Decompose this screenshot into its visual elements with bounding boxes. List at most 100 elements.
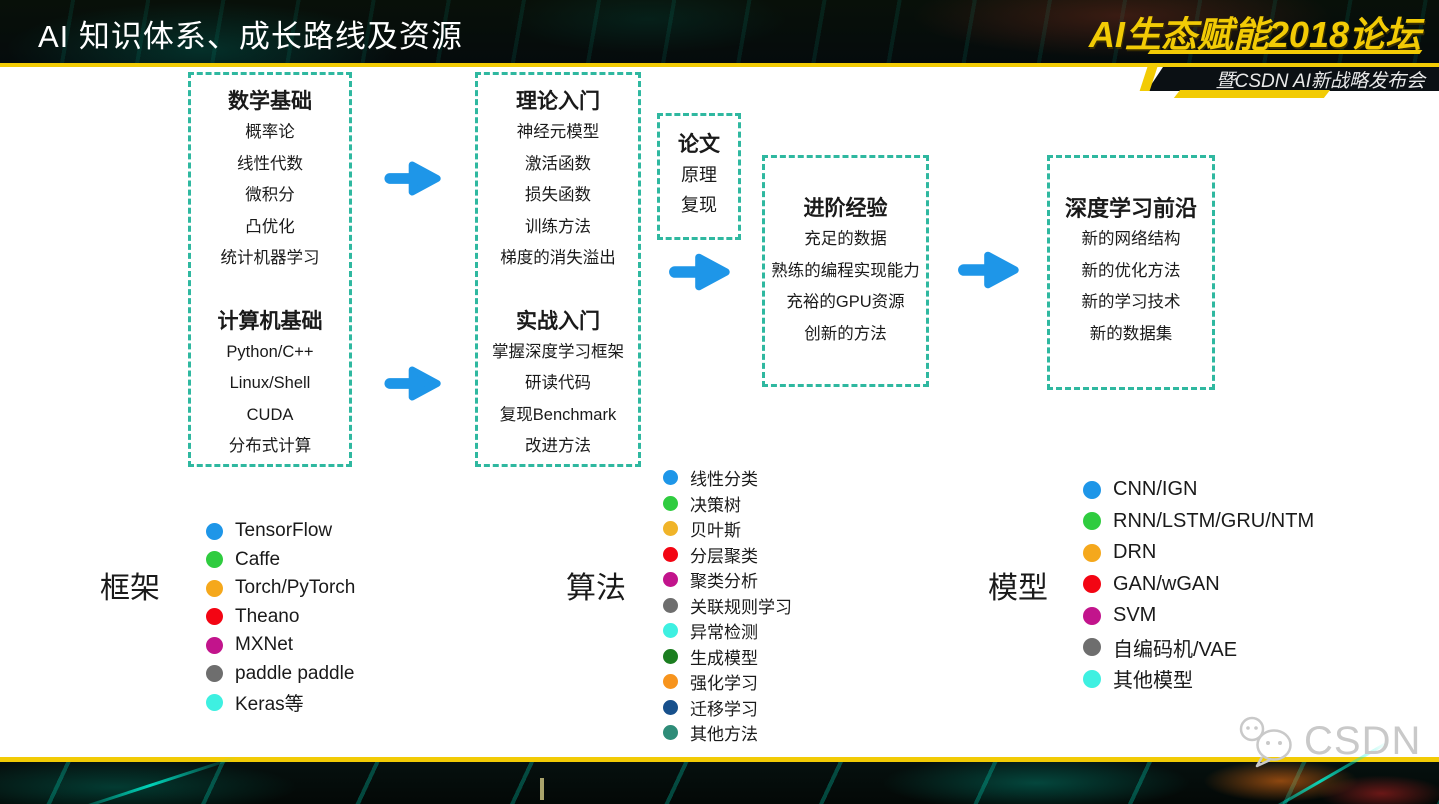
box-item: 训练方法 — [525, 217, 591, 236]
bullet-dot — [663, 546, 678, 562]
legend-item-label: 关联规则学习 — [690, 597, 792, 617]
box-item: Python/C++ — [226, 342, 314, 361]
box-item: 线性代数 — [237, 154, 303, 173]
legend-item: 其他模型 — [1083, 663, 1314, 695]
bullet-dot — [1083, 606, 1101, 625]
arrow-right-icon — [958, 251, 1019, 289]
box-item: Linux/Shell — [229, 374, 311, 392]
legend-item: 聚类分析 — [663, 567, 792, 593]
legend-item-label: DRN — [1113, 541, 1157, 564]
legend-item-label: paddle paddle — [235, 662, 355, 684]
bullet-dot — [663, 521, 678, 537]
box-item: 掌握深度学习框架 — [492, 342, 624, 361]
legend-item: paddle paddle — [206, 660, 355, 689]
bullet-dot — [1083, 669, 1101, 688]
legend-item-label: 自编码机/VAE — [1113, 638, 1238, 661]
event-logo-title: AI生态赋能2018论坛 — [1088, 14, 1421, 55]
box-item: 复现Benchmark — [499, 405, 617, 424]
legend-item-label: 异常检测 — [690, 623, 758, 643]
legend-item-label: 分层聚类 — [690, 546, 758, 566]
bullet-dot — [206, 551, 223, 569]
legend-item-label: 贝叶斯 — [690, 521, 741, 541]
legend-item-label: CNN/IGN — [1113, 478, 1198, 501]
legend-item-label: 迁移学习 — [690, 699, 758, 719]
group-title: 深度学习前沿 — [1064, 196, 1197, 221]
bullet-dot — [1083, 575, 1101, 594]
bullet-dot — [663, 597, 678, 613]
event-banner-strip: 暨CSDN AI新战略发布会 — [1147, 67, 1439, 91]
footer-accent-line — [0, 757, 1439, 762]
legend-item: 迁移学习 — [663, 695, 792, 721]
arrow-right-icon — [384, 366, 441, 401]
bullet-dot — [663, 623, 678, 639]
legend-item-label: Torch/PyTorch — [235, 577, 356, 599]
footer-background — [0, 762, 1439, 804]
box-foundation: 数学基础 概率论 线性代数 微积分 凸优化 统计机器学习 计算机基础 Pytho… — [188, 72, 352, 467]
box-advanced-experience: 进阶经验 充足的数据 熟练的编程实现能力 充裕的GPU资源 创新的方法 — [762, 155, 929, 387]
box-item: 分布式计算 — [228, 437, 312, 455]
box-item: 熟练的编程实现能力 — [771, 261, 920, 280]
legend-item-label: 强化学习 — [690, 674, 758, 694]
event-banner-underbar — [1173, 90, 1331, 98]
wechat-chat-bubbles-icon — [1239, 716, 1292, 768]
csdn-watermark: CSDN — [1236, 714, 1421, 768]
legend-item-label: 生成模型 — [690, 648, 758, 668]
legend-label-models: 模型 — [988, 572, 1048, 605]
box-item: 统计机器学习 — [220, 249, 320, 267]
legend-item: 异常检测 — [663, 618, 792, 644]
box-item: 改进方法 — [525, 437, 591, 455]
legend-item-label: Caffe — [235, 548, 281, 570]
legend-item: 线性分类 — [663, 465, 792, 491]
legend-item-label: GAN/wGAN — [1113, 572, 1220, 595]
box-item: 凸优化 — [245, 217, 295, 236]
bullet-dot — [663, 674, 678, 690]
legend-item: 其他方法 — [663, 720, 792, 746]
group-title: 进阶经验 — [803, 197, 888, 220]
box-item: 激活函数 — [525, 154, 591, 173]
legend-label-algorithms: 算法 — [566, 572, 626, 605]
box-item: CUDA — [246, 405, 294, 424]
box-item: 神经元模型 — [516, 123, 600, 141]
group-theory: 理论入门 神经元模型 激活函数 损失函数 训练方法 梯度的消失溢出 — [478, 87, 638, 275]
bullet-dot — [206, 636, 223, 654]
bullet-dot — [206, 579, 223, 597]
bullet-dot — [663, 572, 678, 588]
bullet-dot — [663, 470, 678, 486]
bullet-dot — [1083, 543, 1101, 562]
header-accent-line — [0, 63, 1439, 67]
group-title: 理论入门 — [516, 90, 600, 113]
legend-item-label: SVM — [1113, 604, 1157, 627]
legend-item-label: 聚类分析 — [690, 572, 758, 592]
bullet-dot — [1083, 638, 1101, 657]
legend-item: GAN/wGAN — [1083, 569, 1314, 601]
box-item: 新的优化方法 — [1081, 261, 1181, 280]
legend-algorithms: 线性分类 决策树 贝叶斯 分层聚类 聚类分析 关联规则学习 异常检测 生成模型 … — [663, 465, 792, 746]
legend-item: 贝叶斯 — [663, 516, 792, 542]
box-getting-started: 理论入门 神经元模型 激活函数 损失函数 训练方法 梯度的消失溢出 实战入门 掌… — [475, 72, 641, 467]
box-item: 研读代码 — [525, 374, 591, 392]
bullet-dot — [1083, 512, 1101, 531]
arrow-right-icon — [669, 253, 730, 291]
box-item: 微积分 — [245, 186, 295, 204]
bullet-dot — [663, 725, 678, 741]
legend-item: Torch/PyTorch — [206, 574, 355, 603]
legend-item-label: Theano — [235, 605, 300, 627]
legend-item: SVM — [1083, 600, 1314, 632]
legend-item: 强化学习 — [663, 669, 792, 695]
event-logo-subtitle: 暨CSDN AI新战略发布会 — [1215, 70, 1425, 92]
group-title: 论文 — [678, 133, 720, 156]
legend-item: RNN/LSTM/GRU/NTM — [1083, 506, 1314, 538]
decorative-streak — [540, 778, 544, 800]
box-item: 概率论 — [245, 123, 295, 141]
event-logo-underline — [1147, 50, 1423, 54]
box-deep-learning-frontier: 深度学习前沿 新的网络结构 新的优化方法 新的学习技术 新的数据集 — [1047, 155, 1215, 390]
legend-item-label: 线性分类 — [690, 470, 758, 490]
legend-item-label: TensorFlow — [235, 520, 333, 542]
box-item: 新的学习技术 — [1081, 293, 1181, 311]
legend-item: TensorFlow — [206, 517, 355, 546]
box-item: 充足的数据 — [804, 230, 887, 248]
page-title: AI 知识体系、成长路线及资源 — [38, 19, 463, 54]
legend-item-label: Keras等 — [235, 693, 304, 715]
box-item: 充裕的GPU资源 — [786, 293, 905, 311]
legend-item-label: 其他模型 — [1113, 670, 1193, 693]
